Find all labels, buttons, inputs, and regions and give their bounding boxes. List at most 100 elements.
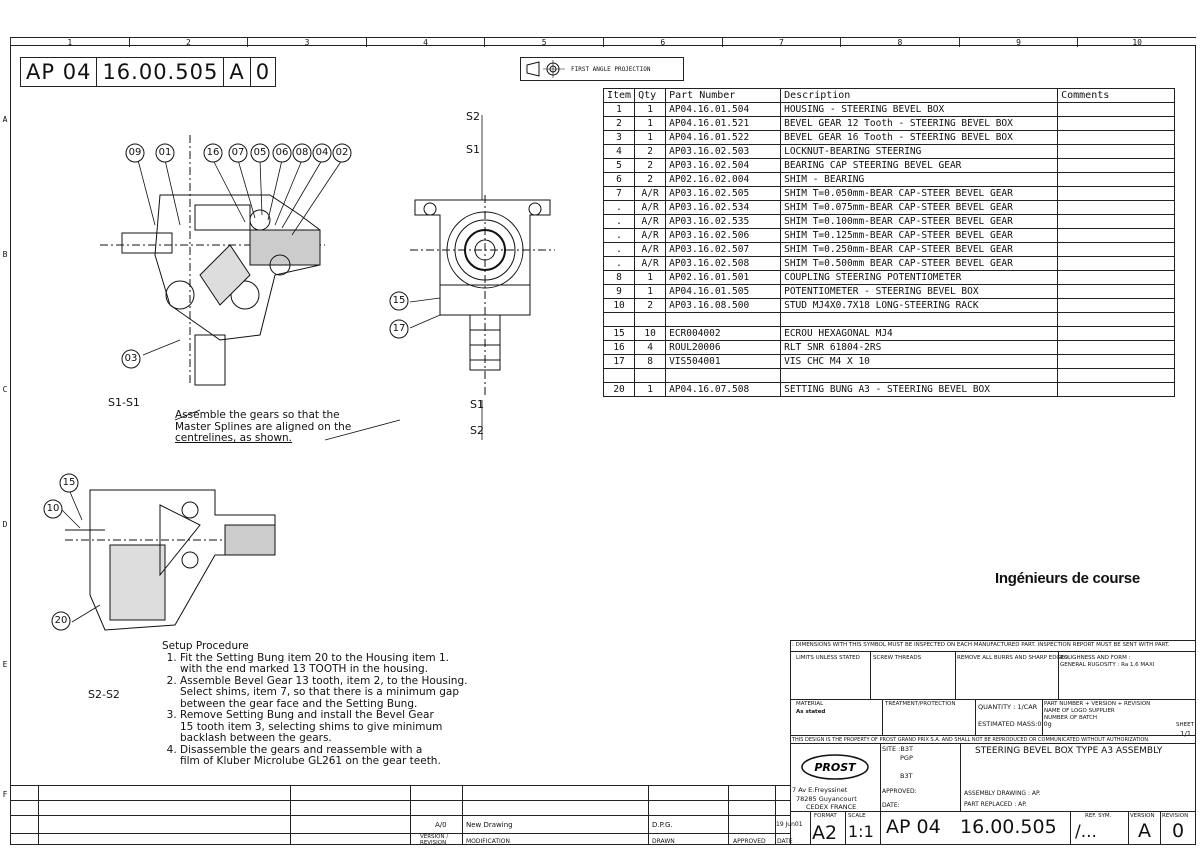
bom-cell-item: 1 [602,102,636,117]
bom-cell-desc: SHIM T=0.500mm BEAR CAP-STEER BEVEL GEAR [780,256,1059,271]
sheet-value: 1/1 [1180,730,1192,738]
drawing-number-box: AP 04 16.00.505 A 0 [20,57,277,87]
setup-procedure: Setup Procedure Fit the Setting Bung ite… [162,640,467,768]
zone-label: 7 [721,38,841,47]
balloon [203,143,223,163]
bom-cell-desc: SHIM T=0.125mm-BEAR CAP-STEER BEVEL GEAR [780,228,1059,243]
bom-cell-item: 2 [602,116,636,131]
balloon-label: 01 [158,147,172,158]
balloon-label: 05 [253,147,267,158]
balloon [228,143,248,163]
bom-cell-part: AP03.16.02.506 [665,228,782,243]
bom-cell-part: VIS504001 [665,354,782,369]
sheet-label: SHEET [1176,722,1194,728]
bom-cell-item: 4 [602,144,636,159]
balloon [51,611,71,631]
bom-cell-desc: SHIM T=0.100mm-BEAR CAP-STEER BEVEL GEAR [780,214,1059,229]
balloon-label: 04 [315,147,329,158]
section-s2-drawing [65,489,276,631]
zone-label: F [2,790,8,799]
bom-cell-qty: A/R [634,186,667,201]
revision-value: 0 [1172,820,1185,842]
bom-cell-comments [1057,340,1176,355]
note-line: Master Splines are aligned on the [175,420,352,433]
bom-cell-qty: 1 [634,284,667,299]
bom-cell-comments [1057,298,1176,313]
bom-cell-desc: BEARING CAP STEERING BEVEL GEAR [780,158,1059,173]
logo-supplier: NAME OF LOGO SUPPLIER [1044,708,1115,714]
bom-cell-comments [1057,200,1176,215]
setup-step: Assemble Bevel Gear 13 tooth, item 2, to… [180,675,467,711]
zone-label: 2 [128,38,248,47]
bom-cell-part: ROUL20006 [665,340,782,355]
balloon [121,349,141,369]
revision-date: 19 Jun01 [776,821,803,828]
bom-cell-item: 7 [602,186,636,201]
ref-sym-label: REF. SYM. [1085,813,1112,819]
balloon-label: 20 [54,615,68,626]
site: SITE :B3T [882,745,913,753]
bom-cell-item: . [602,228,636,243]
version-label: VERSION [1130,813,1155,819]
bom-cell-qty: 1 [634,130,667,145]
revision-code: 0 [255,60,271,84]
scale-value: 1:1 [848,822,874,841]
number-part: AP 04 [886,816,941,838]
first-angle-projection-icon [526,60,565,78]
bom-cell-comments [1057,382,1176,397]
general-rugosity: GENERAL RUGOSITY : Ra 1.6 MAXI [1060,662,1155,668]
bom-cell-qty: 10 [634,326,667,341]
bom-cell-part: AP02.16.01.501 [665,270,782,285]
balloon-label: 07 [231,147,245,158]
bom-cell-desc: BEVEL GEAR 12 Tooth - STEERING BEVEL BOX [780,116,1059,131]
bom-cell-desc: ECROU HEXAGONAL MJ4 [780,326,1059,341]
bom-cell-comments [1057,326,1176,341]
assembly-drawing: ASSEMBLY DRAWING : AP. [964,790,1041,797]
title-block [790,640,1196,845]
bom-cell-part: AP03.16.02.535 [665,214,782,229]
bom-cell-comments [1057,312,1176,327]
bom-cell-part: AP04.16.01.504 [665,102,782,117]
balloon-label: 15 [392,295,406,306]
cut-label: S2 [466,110,480,123]
bom-cell-desc: BEVEL GEAR 16 Tooth - STEERING BEVEL BOX [780,130,1059,145]
zone-ruler-top: 1 2 3 4 5 6 7 8 9 10 [10,37,1196,47]
balloon [389,319,409,339]
drawn-column-label: DRAWN [652,838,675,845]
balloon [59,473,79,493]
bom-cell-part: AP02.16.02.004 [665,172,782,187]
bom-header-part: Part Number [665,88,782,103]
bom-header-desc: Description [780,88,1059,103]
version-code: A [224,58,251,86]
bom-cell-part: AP03.16.02.505 [665,186,782,201]
quantity: QUANTITY : 1/CAR [978,703,1038,711]
bom-cell-qty: 2 [634,298,667,313]
zone-label: 4 [365,38,485,47]
bom-cell-qty: 1 [634,116,667,131]
zone-label: 8 [840,38,959,47]
bom-cell-item: . [602,200,636,215]
balloon [125,143,145,163]
bom-cell-qty: 2 [634,144,667,159]
zone-label: A [2,115,8,124]
bom-cell-item [602,368,636,383]
bom-cell-part: AP04.16.01.521 [665,116,782,131]
bom-cell-item: 16 [602,340,636,355]
bom-cell-qty: 1 [634,270,667,285]
section-label-s1: S1-S1 [108,396,140,409]
bom-cell-comments [1057,368,1176,383]
balloon [250,143,270,163]
setup-title: Setup Procedure [162,640,249,652]
drawing-number: 16.00.505 [97,58,225,86]
bom-cell-desc: STUD MJ4X0.7X18 LONG-STEERING RACK [780,298,1059,313]
material-label: MATERIAL [796,701,824,707]
